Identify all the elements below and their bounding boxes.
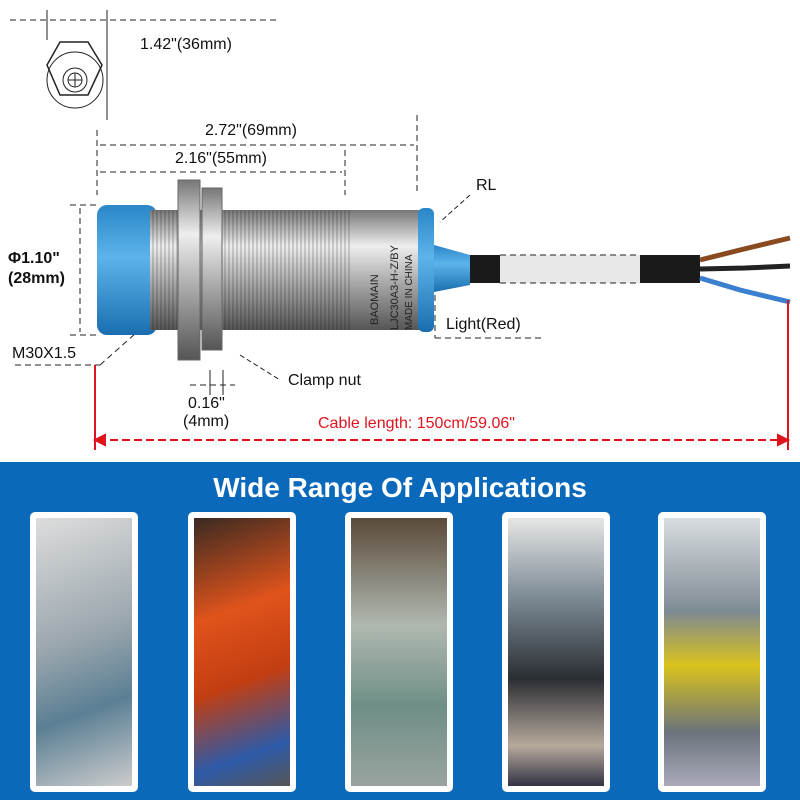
- hex-width-label: 1.42"(36mm): [140, 36, 232, 53]
- application-photo-car-assembly: [658, 512, 766, 792]
- sensor-drawing: BAOMAIN LJC30A3-H-Z/BY MADE IN CHINA: [10, 10, 791, 450]
- origin-print: MADE IN CHINA: [404, 254, 415, 330]
- sensor-cap: [97, 205, 157, 335]
- application-photo-welding-robots: [188, 512, 296, 792]
- rl-label: RL: [476, 177, 497, 194]
- nut-thickness-in-label: 0.16": [188, 395, 225, 412]
- light-label: Light(Red): [446, 316, 521, 333]
- cable-length-line: [92, 300, 791, 450]
- application-photo-cnc-panel: [502, 512, 610, 792]
- cable-length-label: Cable length: 150cm/59.06": [318, 415, 515, 432]
- end-view: [10, 10, 280, 120]
- clamp-nut: [177, 179, 201, 361]
- body-length-label: 2.16"(55mm): [175, 150, 267, 167]
- diameter-mm-label: (28mm): [8, 270, 65, 287]
- brand-print: BAOMAIN: [369, 274, 381, 325]
- nut-thickness-mm-label: (4mm): [183, 413, 230, 430]
- application-photo-automation: [30, 512, 138, 792]
- applications-title: Wide Range Of Applications: [213, 472, 587, 503]
- application-photo-conveyor: [345, 512, 453, 792]
- clamp-nut-label: Clamp nut: [288, 372, 361, 389]
- diameter-in-label: Φ1.10": [8, 250, 60, 267]
- model-print: LJC30A3-H-Z/BY: [389, 244, 401, 330]
- dimension-diagram: BAOMAIN LJC30A3-H-Z/BY MADE IN CHINA 1.4…: [8, 10, 791, 450]
- thread-label: M30X1.5: [12, 345, 77, 362]
- total-length-label: 2.72"(69mm): [205, 122, 297, 139]
